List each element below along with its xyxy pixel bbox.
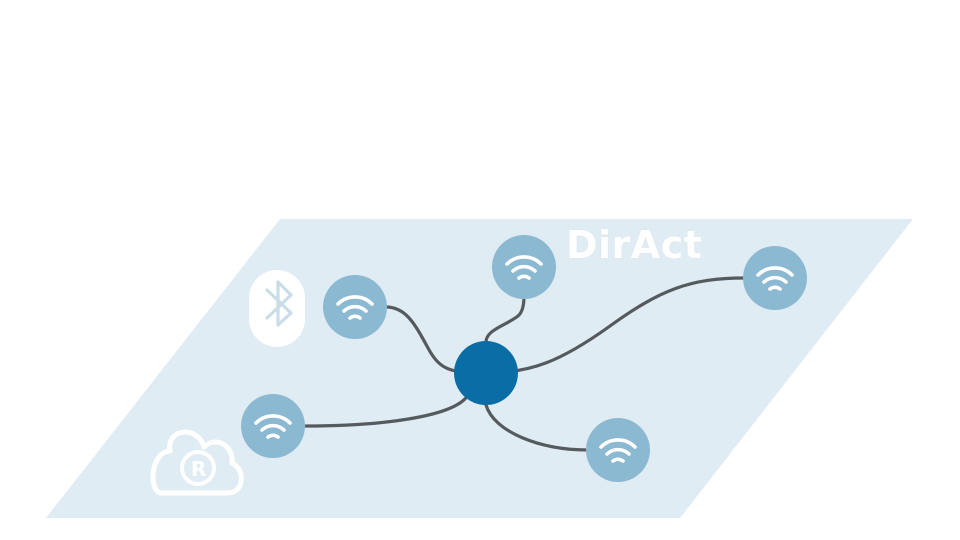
- wifi-node-top: [492, 235, 556, 299]
- wifi-icon: [756, 266, 794, 291]
- brand-title: DirAct: [566, 223, 702, 267]
- wifi-node-bottom-right: [586, 418, 650, 482]
- wifi-node-left-upper: [323, 275, 387, 339]
- link-top: [484, 294, 526, 344]
- link-right: [484, 276, 746, 375]
- cloud-r-icon: R: [150, 429, 244, 496]
- hub-node: [454, 341, 518, 405]
- link-left-lower: [304, 393, 470, 428]
- svg-text:R: R: [191, 457, 206, 481]
- wifi-icon: [336, 295, 374, 320]
- wifi-icon: [599, 438, 637, 463]
- wifi-node-left-lower: [241, 394, 305, 458]
- wifi-icon: [254, 414, 292, 439]
- wifi-icon: [505, 255, 543, 280]
- bluetooth-icon: [249, 270, 305, 347]
- links: [304, 276, 746, 452]
- link-bottom-right: [484, 403, 590, 452]
- wifi-node-right: [743, 246, 807, 310]
